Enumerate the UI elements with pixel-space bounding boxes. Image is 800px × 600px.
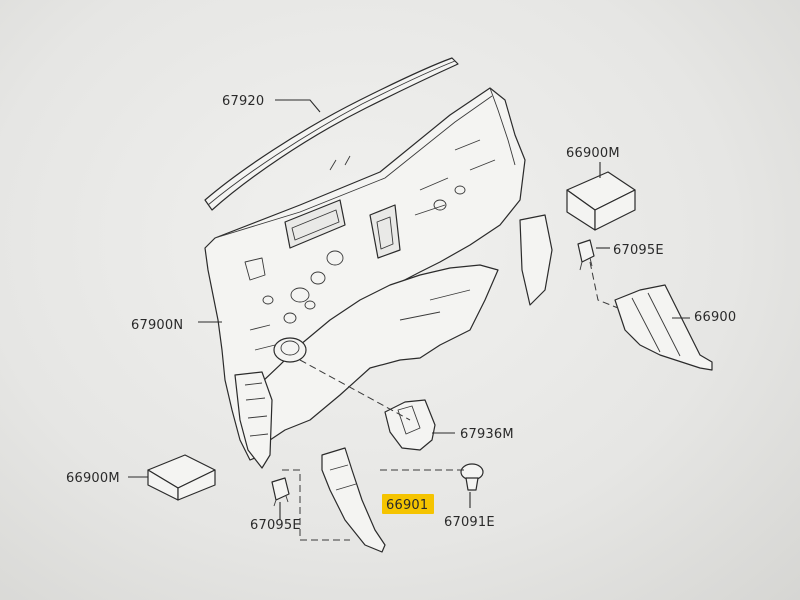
clip-67095e-bottom-part[interactable] <box>271 477 290 507</box>
trim-66900-part[interactable] <box>614 284 713 371</box>
label-67920[interactable]: 67920 <box>222 94 264 109</box>
pad-66900m-top-part[interactable] <box>566 171 636 231</box>
assembly-dashed-lines <box>282 261 619 541</box>
clip-67091e-part[interactable] <box>460 463 484 491</box>
label-67936m[interactable]: 67936M <box>460 427 514 442</box>
bracket-67936m-part[interactable] <box>384 399 436 451</box>
trim-66901-part[interactable] <box>321 447 386 553</box>
label-67900n[interactable]: 67900N <box>131 318 183 333</box>
highlight-marker <box>382 494 434 514</box>
dash-insulator-part[interactable] <box>204 87 553 469</box>
label-66900m-left[interactable]: 66900M <box>66 471 120 486</box>
label-67095e-right[interactable]: 67095E <box>613 243 664 258</box>
leader-lines <box>128 99 690 520</box>
label-66900[interactable]: 66900 <box>694 310 736 325</box>
label-67091e[interactable]: 67091E <box>444 515 495 530</box>
weatherstrip-part[interactable] <box>204 57 459 211</box>
clip-67095e-right-part[interactable] <box>577 239 595 271</box>
label-67095e-bottom[interactable]: 67095E <box>250 518 301 533</box>
label-66901[interactable]: 66901 <box>386 498 428 513</box>
label-66900m-top[interactable]: 66900M <box>566 146 620 161</box>
pad-66900m-left-part[interactable] <box>147 454 216 501</box>
